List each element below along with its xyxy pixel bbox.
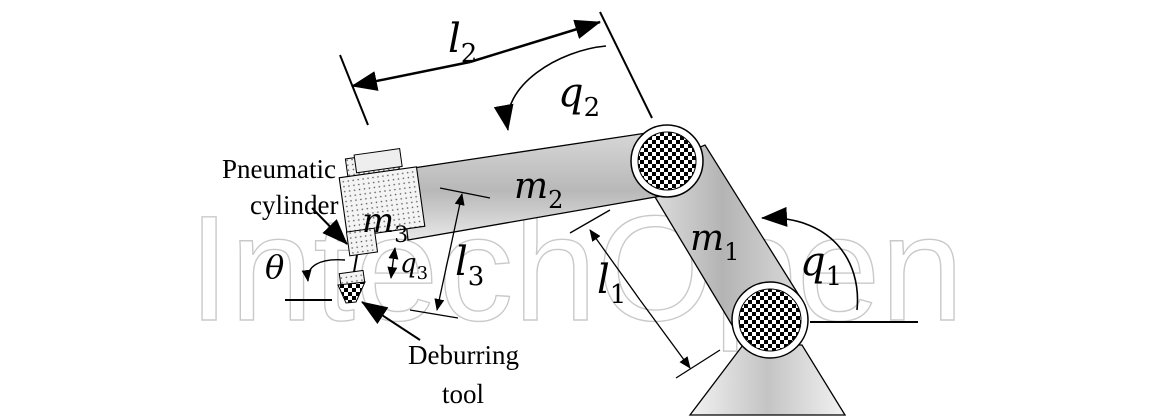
label-l3: l3 — [455, 239, 484, 292]
deburring-tool-label-line2: tool — [442, 379, 484, 409]
l2-dimension-arrow-right — [469, 19, 601, 64]
joint-2-core — [637, 131, 697, 191]
l3-dimension-line — [449, 193, 465, 251]
label-m3: m3 — [362, 201, 408, 248]
l2-extension-right — [599, 11, 653, 119]
watermark-text: IntechOpen — [188, 184, 964, 352]
label-m1: m1 — [690, 218, 739, 266]
l3-dimension-line-2 — [434, 249, 451, 311]
label-m2: m2 — [514, 166, 563, 214]
l3-extension-top — [439, 187, 491, 199]
q3-arrow-down — [387, 261, 398, 279]
label-l1: l1 — [597, 257, 626, 310]
deburring-tool-label-line1: Deburring — [408, 340, 519, 370]
label-theta: θ — [265, 248, 284, 286]
l2-extension-left — [339, 54, 369, 126]
q2-rotation-arrow — [493, 45, 607, 131]
joint-1-core — [738, 288, 802, 352]
piston-rod — [353, 254, 358, 273]
label-q2: q2 — [558, 70, 600, 123]
l1-dimension-line — [589, 229, 641, 301]
pneumatic-cylinder-label-line2: cylinder — [250, 190, 338, 220]
pneumatic-pointer-arrow — [311, 207, 348, 245]
label-q3: q3 — [400, 249, 428, 284]
cylinder-piston — [345, 227, 379, 257]
q1-rotation-arrow — [761, 206, 859, 311]
pneumatic-cylinder-body — [338, 166, 426, 238]
l2-dimension-arrow-left — [351, 60, 471, 91]
l1-extension-bottom — [675, 349, 721, 379]
deburring-pointer-arrow — [361, 301, 421, 341]
l3-extension-bottom — [409, 309, 459, 319]
label-q1: q1 — [800, 239, 842, 292]
pneumatic-cylinder-label-line1: Pneumatic — [222, 154, 336, 184]
pneumatic-cylinder-cap — [353, 148, 403, 174]
theta-rotation-arrow — [301, 259, 346, 282]
l1-dimension-line-2 — [639, 299, 691, 369]
l1-extension-top — [569, 209, 611, 234]
deburring-tool-tip — [337, 281, 366, 304]
label-l2: l2 — [448, 16, 477, 69]
q3-arrow-up — [388, 247, 399, 263]
